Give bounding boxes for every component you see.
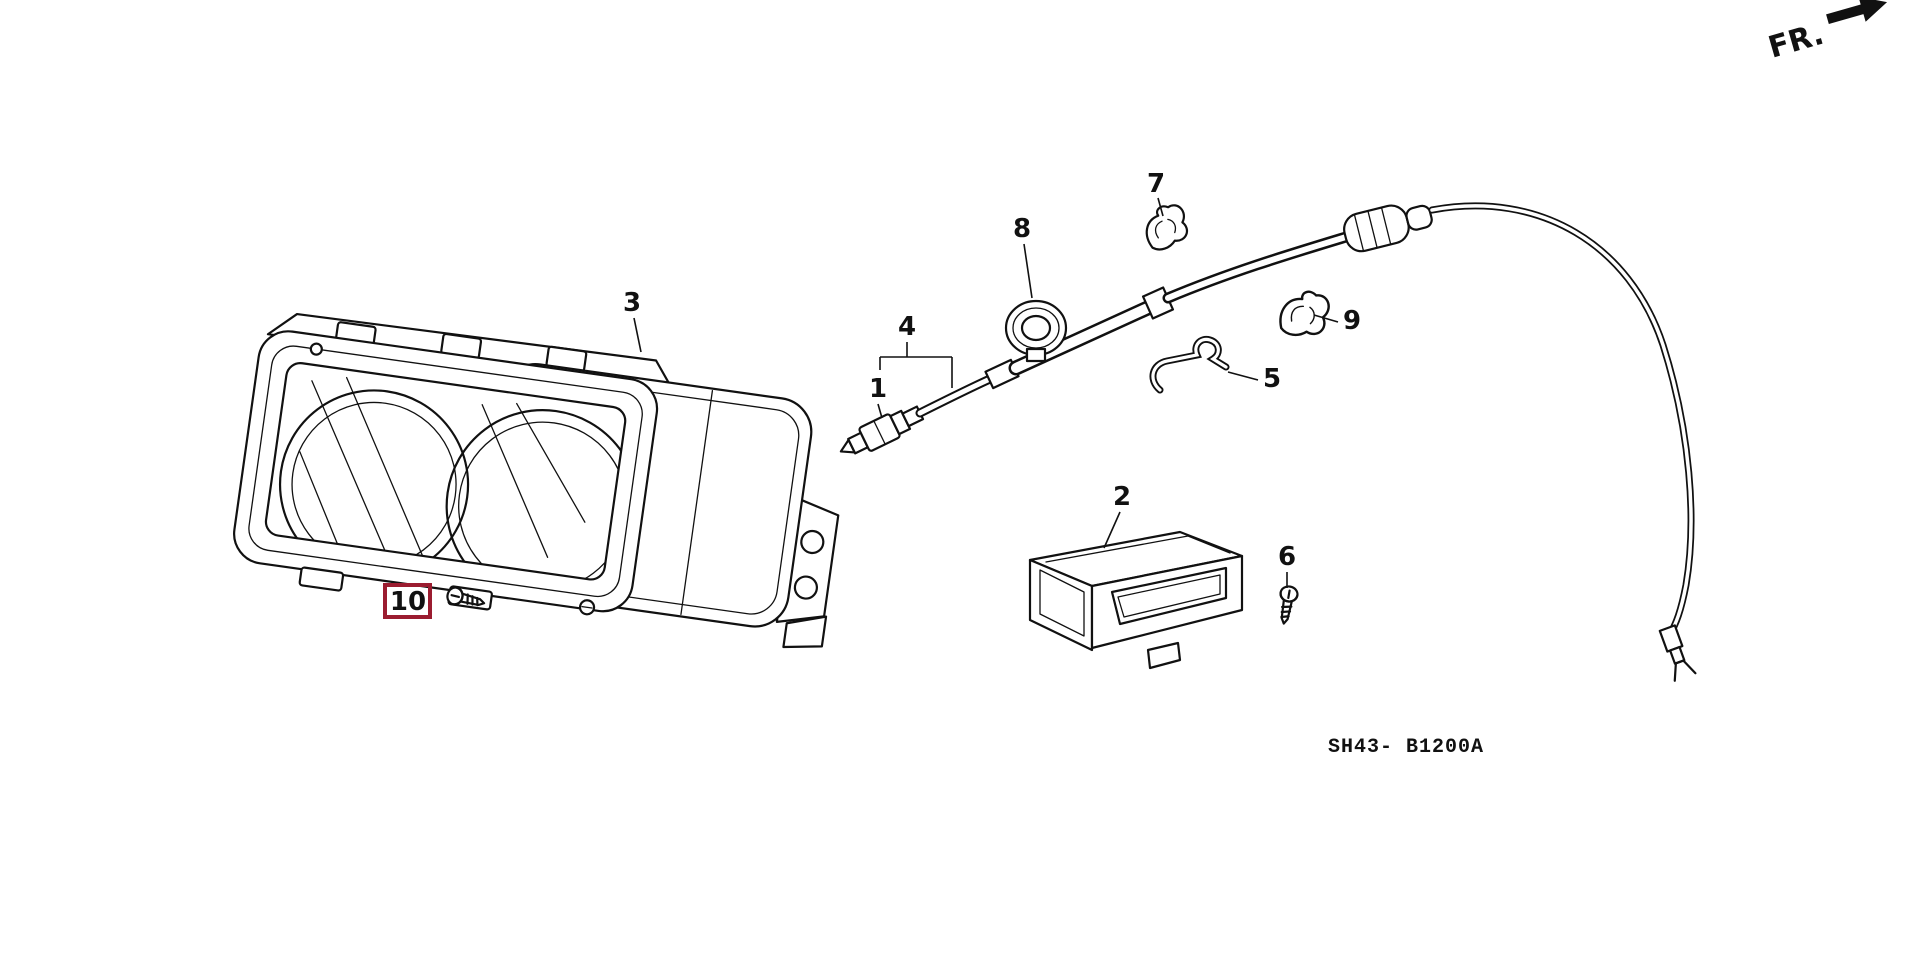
grommet-tab xyxy=(1025,347,1047,363)
bezel-ridge xyxy=(248,345,643,598)
bracket-hole xyxy=(793,575,819,600)
glass-glare-lines xyxy=(299,376,586,558)
leader-line xyxy=(633,317,642,353)
instrument-cluster xyxy=(233,312,840,649)
part-number: 4 xyxy=(898,312,916,342)
fr-label: FR. xyxy=(1765,17,1828,66)
screw-part-6 xyxy=(1274,584,1300,627)
part-number: 3 xyxy=(623,288,641,318)
housing-left-face xyxy=(1028,558,1094,652)
leader-line xyxy=(1023,243,1033,299)
cable-whip xyxy=(1428,202,1695,638)
fr-indicator: FR. xyxy=(1765,0,1888,66)
connector-detail xyxy=(873,420,886,445)
part-callout-4[interactable]: 4 xyxy=(879,312,953,388)
leader-line xyxy=(1157,197,1164,217)
leader-line xyxy=(1227,371,1259,381)
part-callout-2[interactable]: 2 xyxy=(1103,482,1131,549)
highlight-box xyxy=(383,583,432,619)
display-housing xyxy=(1028,530,1244,670)
part-number: 7 xyxy=(1147,169,1165,199)
spring-wire-fill xyxy=(1151,337,1228,392)
leader-line xyxy=(1103,511,1121,549)
cable-mid-fill xyxy=(1165,234,1349,301)
arrow-shape xyxy=(1826,0,1888,25)
cable-end-fork xyxy=(1658,624,1697,682)
part-callout-1[interactable]: 1 xyxy=(869,374,887,419)
housing-window xyxy=(1110,566,1228,626)
end-fork-tines xyxy=(1673,659,1697,682)
bracket-foot xyxy=(782,615,828,649)
part-callout-6[interactable]: 6 xyxy=(1278,542,1296,588)
part-number: 9 xyxy=(1343,306,1361,336)
bezel-pin xyxy=(309,342,323,356)
spring-wire xyxy=(1149,335,1230,394)
housing-window-inner xyxy=(1117,574,1221,618)
cable-connector xyxy=(839,405,925,455)
bracket-hole xyxy=(800,529,825,555)
speedometer-cable xyxy=(839,202,1697,682)
retainer-clip-upper xyxy=(1142,202,1191,253)
part-callout-10-highlighted[interactable]: 10 xyxy=(383,583,432,619)
housing-tab xyxy=(1146,641,1182,670)
leader-line xyxy=(1313,314,1339,323)
part-callouts: 1 2 3 4 5 6 7 8 xyxy=(383,169,1361,619)
part-callout-8[interactable]: 8 xyxy=(1013,214,1033,299)
part-number: 1 xyxy=(869,374,887,404)
part-number: 5 xyxy=(1263,364,1281,394)
part-callout-3[interactable]: 3 xyxy=(623,288,642,353)
spring-clamp xyxy=(1149,335,1230,394)
cable-grommet xyxy=(1004,299,1068,363)
part-number: 10 xyxy=(390,587,426,617)
housing-left-frame xyxy=(1039,569,1085,637)
part-number: 6 xyxy=(1278,542,1296,572)
screw-boss-slot xyxy=(581,605,593,609)
part-callout-9[interactable]: 9 xyxy=(1313,306,1361,336)
leader-bracket xyxy=(879,342,953,388)
boot-neck xyxy=(1405,204,1433,231)
mount-tab xyxy=(298,566,345,592)
case-seam xyxy=(680,389,714,616)
diagram-code: SH43- B1200A xyxy=(1328,736,1484,759)
part-number: 8 xyxy=(1013,214,1031,244)
grommet-hole xyxy=(1020,314,1052,342)
cable-boot xyxy=(1343,204,1433,253)
gauge-dial-right xyxy=(445,409,628,582)
part-callout-5[interactable]: 5 xyxy=(1227,364,1281,394)
housing-rim-line xyxy=(1045,535,1231,563)
fr-direction-arrow-icon xyxy=(1826,0,1888,25)
part-callout-7[interactable]: 7 xyxy=(1147,169,1165,217)
cable-lower-fill xyxy=(917,376,993,416)
leader-line xyxy=(877,403,883,419)
boot-ribs xyxy=(1353,206,1392,252)
retainer-clip-mid xyxy=(1275,284,1334,345)
cable-whip-fill xyxy=(1430,204,1693,636)
part-number: 2 xyxy=(1113,482,1131,512)
